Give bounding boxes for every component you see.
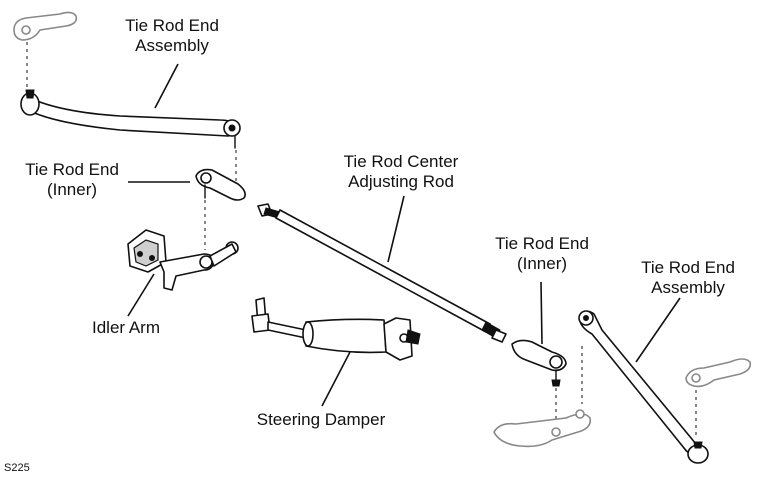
steering-arm-right-bottom [493, 409, 592, 448]
label-line: (Inner) [46, 180, 98, 199]
label-tie-rod-center-adjusting-rod: Tie Rod Center Adjusting Rod [332, 152, 470, 192]
leader-steering-damper [321, 351, 351, 407]
label-line: Tie Rod End [495, 234, 589, 253]
tie-rod-end-assembly-right [578, 310, 709, 464]
steering-arm-right-top [685, 358, 752, 388]
label-line: Tie Rod End [641, 258, 735, 277]
label-line: Tie Rod End [25, 160, 119, 179]
label-line: Adjusting Rod [348, 172, 454, 191]
tie-rod-center-adjusting-rod [257, 203, 507, 343]
leader-idler-arm [127, 273, 155, 317]
label-tie-rod-end-inner-right: Tie Rod End (Inner) [482, 234, 602, 274]
label-steering-damper: Steering Damper [242, 410, 400, 430]
label-tie-rod-end-inner-left: Tie Rod End (Inner) [12, 160, 132, 200]
tie-rod-end-inner-left [195, 168, 246, 201]
steering-damper [251, 297, 421, 361]
label-tie-rod-end-assembly-left: Tie Rod End Assembly [112, 16, 232, 56]
label-line: Steering Damper [256, 410, 386, 429]
label-tie-rod-end-assembly-right: Tie Rod End Assembly [628, 258, 748, 298]
label-line: Idler Arm [91, 318, 161, 337]
label-line: Tie Rod End [125, 16, 219, 35]
leader-tie-rod-end-inner-right [540, 281, 543, 345]
tie-rod-end-assembly-left [20, 89, 241, 149]
leader-tie-rod-center-adjusting-rod [387, 195, 405, 263]
label-idler-arm: Idler Arm [76, 318, 176, 338]
label-line: (Inner) [516, 254, 568, 273]
idler-arm [127, 229, 239, 291]
label-line: Tie Rod Center [343, 152, 459, 171]
label-line: Assembly [135, 36, 209, 55]
leader-tie-rod-end-assembly-right [635, 297, 681, 363]
figure-code: S225 [4, 462, 30, 474]
label-line: Assembly [651, 278, 725, 297]
leader-tie-rod-end-assembly-left [154, 63, 179, 109]
steering-arm-left-top [13, 11, 78, 41]
tie-rod-end-inner-right [511, 339, 567, 387]
